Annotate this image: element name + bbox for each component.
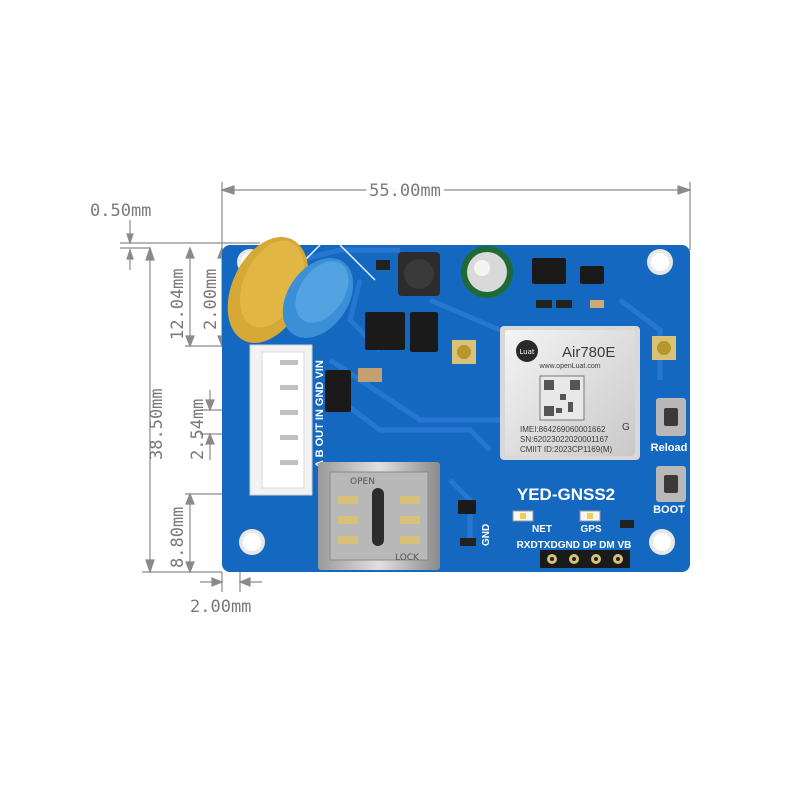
pin-header: [540, 550, 630, 568]
module-website: www.openLuat.com: [538, 363, 600, 370]
boot-button[interactable]: [656, 466, 686, 502]
pcb-board: 330: [222, 237, 690, 572]
inductor-label: 330: [411, 264, 425, 284]
reload-button[interactable]: [656, 398, 686, 436]
net-led-label: NET: [532, 524, 552, 535]
board-name: YED-GNSS2: [517, 485, 615, 504]
width-dimension-label: 55.00mm: [369, 181, 441, 201]
jst-connector: [249, 344, 313, 496]
sim-lock-label: LOCK: [395, 553, 420, 563]
pitch-dimension-label: 2.54mm: [188, 399, 208, 460]
air780e-module: Luat Air780E www.openLuat.com IMEI:86426…: [500, 326, 640, 460]
module-brand: Luat: [519, 348, 535, 356]
module-imei: IMEI:864269060001662: [520, 425, 606, 434]
height-dimension-label: 38.50mm: [147, 388, 167, 460]
sim-open-label: OPEN: [350, 477, 375, 487]
power-inductor: 330: [398, 252, 440, 296]
electrolytic-capacitor: [461, 246, 513, 298]
passive-components: [358, 260, 634, 546]
antenna-connectors: [452, 336, 676, 364]
blue-capacitor: [282, 258, 354, 338]
left-offset-dimension-label: 2.00mm: [190, 597, 251, 617]
module-sn: SN:62023022020001167: [520, 435, 609, 444]
top-offset-dimension-label: 0.50mm: [90, 201, 151, 221]
sim-card-holder: OPEN LOCK: [318, 462, 440, 570]
qr-code: [539, 375, 585, 421]
gnd-label: GND: [481, 524, 492, 546]
bottom-pin-labels: RXDTXDGND DP DM VB: [517, 540, 632, 551]
mounting-holes: [237, 249, 675, 555]
top-span-dimension-label: 12.04mm: [168, 268, 188, 340]
smd-ics: [325, 258, 604, 514]
connector-pin-labels: A B OUT IN GND VIN: [314, 360, 326, 468]
gps-led-label: GPS: [580, 524, 601, 535]
status-leds: [512, 510, 601, 522]
bottom-span-dimension-label: 8.80mm: [168, 507, 188, 568]
module-cmiit: CMIIT ID:2023CP1169(M): [520, 445, 613, 454]
corner-offset-dimension-label: 2.00mm: [201, 269, 221, 330]
boot-button-label: BOOT: [653, 504, 685, 516]
module-model: Air780E: [562, 344, 615, 361]
dimension-annotations: [120, 182, 692, 592]
module-mark: G: [622, 422, 630, 433]
reload-button-label: Reload: [651, 442, 688, 454]
